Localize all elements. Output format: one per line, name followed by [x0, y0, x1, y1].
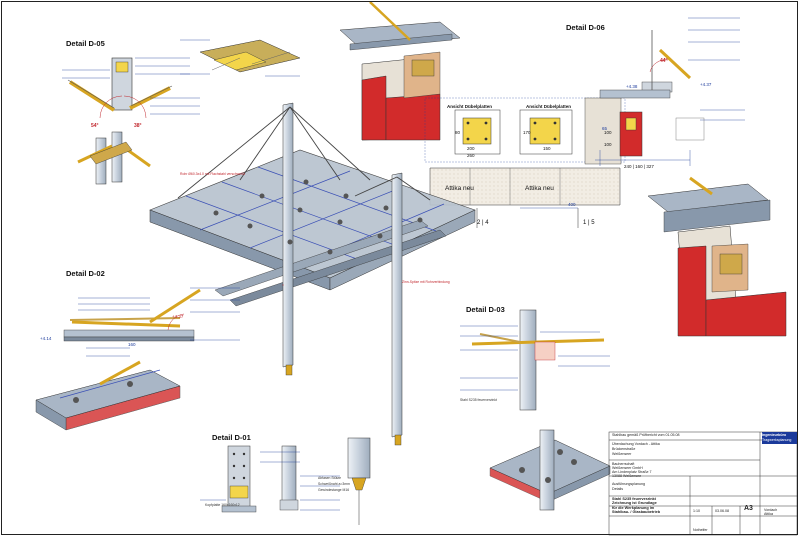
title-block-frame	[608, 431, 798, 536]
angle-d05-left: 54°	[91, 123, 99, 129]
tb-client-1: Bauherrschaft	[612, 462, 635, 466]
d01-note-3: Gewindestange M16	[318, 488, 350, 492]
dim-65: 65	[602, 126, 608, 131]
tb-client-4: 13088 Weißensee	[612, 474, 642, 478]
canopy-note-2: Zinn-Spitze mit Rohrverbindung	[402, 280, 450, 284]
d06-dim-row: 240 | 160 | 327	[624, 164, 654, 169]
section-ansicht-right: Ansicht Dübelplatten	[526, 104, 571, 109]
dim-260: 260	[467, 153, 475, 158]
detail-d01-title: Detail D-01	[212, 433, 251, 442]
d01-note-4: Kopfplatte 160x160x12	[205, 503, 240, 507]
office-logo	[762, 432, 797, 444]
detail-d05-title: Detail D-05	[66, 39, 105, 48]
detail-d06-title: Detail D-06	[566, 23, 605, 32]
detail-d03-title: Detail D-03	[466, 305, 505, 314]
tb-client-2: Weißenseer GmbH	[612, 466, 643, 470]
dim-150: 150	[543, 146, 551, 151]
tb-drawn: Nothelfer	[693, 528, 708, 532]
canopy-note-1: Rohr Ø60.3x4.0 mit Flachstahl verschweiß…	[180, 172, 245, 176]
d03-note-5: Stahl S235 feuerverzinkt	[460, 398, 497, 402]
section-marker-a: 2 | 4	[477, 220, 489, 226]
detail-d02	[35, 287, 240, 431]
section-drawings	[424, 97, 626, 228]
dim-170: 170	[523, 130, 531, 135]
angle-d06-top: 44°	[660, 58, 668, 64]
tb-office-1: Ingenieurbüro	[762, 433, 787, 437]
tb-plan-1: Ausführungsplanung	[612, 482, 645, 486]
d06-h2: 100	[604, 142, 612, 147]
attika-3d-top	[339, 1, 461, 141]
node-iso-bottom	[489, 429, 611, 511]
d01-note-1: Abfasen Stütze	[318, 476, 341, 480]
detail-d02-title: Detail D-02	[66, 269, 105, 278]
tb-project-3: Weißenseer	[612, 452, 632, 456]
tb-project-1: Überdachung Vordach - Attika	[612, 442, 660, 446]
section-ansicht-left: Ansicht Dübelplatten	[447, 104, 492, 109]
attika-label-left: Attika neu	[445, 185, 474, 192]
dim-200: 200	[467, 146, 475, 151]
d02-dim-b: 160	[128, 342, 136, 347]
tb-remark: Stahlbau gemäß Prüfbericht vom 01.05.08	[612, 433, 680, 437]
d06-elev-1: +4.38	[626, 84, 638, 89]
section-marker-b: 1 | 5	[583, 220, 595, 226]
detail-d01	[200, 437, 371, 525]
tb-plan-no: Vordach Attika	[764, 508, 778, 517]
dim-80: 80	[455, 130, 461, 135]
dim-400: 400	[568, 202, 576, 207]
tb-client-3: Am Lindenplatz Straße 7	[612, 470, 652, 474]
detail-d03	[460, 309, 610, 411]
tb-project-2: Brückenstraße	[612, 447, 636, 451]
d06-elev-2: +4.37	[700, 82, 712, 87]
d06-h1: 100	[604, 130, 612, 135]
detail-d06	[595, 17, 745, 166]
attika-label-right: Attika neu	[525, 185, 554, 192]
angle-d05-right: 38°	[134, 123, 142, 129]
top-bracket-iso	[180, 39, 301, 77]
attika-3d-right	[647, 176, 787, 337]
d02-dim-a: +4.37	[172, 314, 184, 319]
tb-date: 03.06.08	[715, 509, 729, 513]
detail-d05	[62, 57, 200, 185]
tb-office-2: Tragwerksplanung	[762, 438, 792, 442]
tb-scale: 1:10	[693, 509, 700, 513]
main-canopy	[149, 102, 476, 446]
tb-format: A3	[744, 505, 753, 512]
tb-big-note: Stahl S235 feuerverzinkt Zeichnung ist G…	[612, 497, 661, 514]
d01-note-2: Schweißnaht a=3mm	[318, 482, 350, 486]
tb-plan-2: Details	[612, 487, 623, 491]
d05-iso	[77, 131, 151, 185]
d02-elev: +4.14	[40, 336, 52, 341]
